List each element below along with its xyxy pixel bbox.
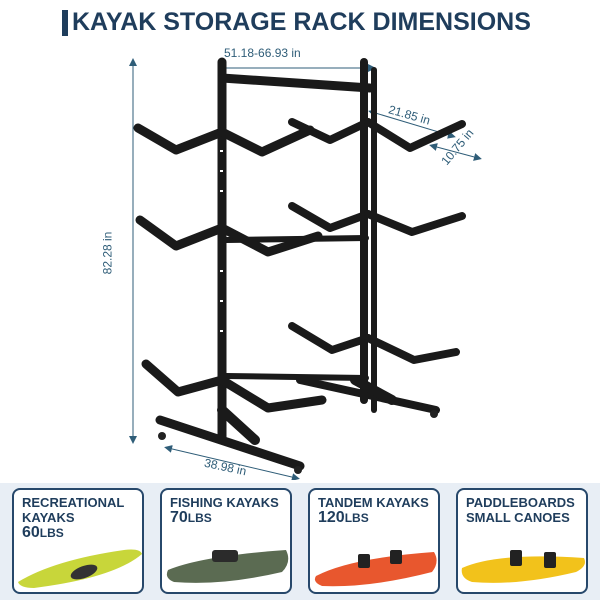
width-dimension-label: 51.18-66.93 in (224, 46, 301, 60)
card-weight-unit: LBS (344, 511, 369, 525)
card-weight-unit: LBS (39, 526, 64, 540)
card-title-line1: TANDEM KAYAKS (318, 495, 429, 510)
height-dimension-label: 82.28 in (100, 231, 115, 275)
paddleboard-canoe-image (461, 550, 585, 583)
depth-dimension-line (164, 445, 300, 480)
card-weight-unit: LBS (187, 511, 212, 525)
card-paddleboards-canoes: PADDLEBOARDS SMALL CANOES (456, 488, 588, 594)
tandem-kayak-image (314, 550, 437, 587)
card-title-line2: KAYAKS (22, 510, 75, 525)
card-tandem-kayaks: TANDEM KAYAKS 120LBS (308, 488, 440, 594)
arm-width-dimension-line (429, 143, 482, 161)
card-fishing-kayaks: FISHING KAYAKS 70LBS (160, 488, 292, 594)
kayak-rack-illustration (129, 57, 482, 480)
page-title: KAYAK STORAGE RACK DIMENSIONS (72, 8, 531, 36)
fishing-kayak-image (166, 550, 289, 583)
card-weight: 60 (22, 524, 40, 541)
card-title-line1: PADDLEBOARDS (466, 495, 575, 510)
card-title-line1: RECREATIONAL (22, 495, 125, 510)
card-title-line1: FISHING KAYAKS (170, 495, 279, 510)
card-title-line2: SMALL CANOES (466, 510, 570, 525)
card-weight: 70 (170, 509, 188, 526)
recreational-kayak-image (18, 549, 142, 588)
card-recreational-kayaks: RECREATIONAL KAYAKS 60LBS (12, 488, 144, 594)
title-accent-bar (62, 10, 68, 36)
card-weight: 120 (318, 509, 345, 526)
